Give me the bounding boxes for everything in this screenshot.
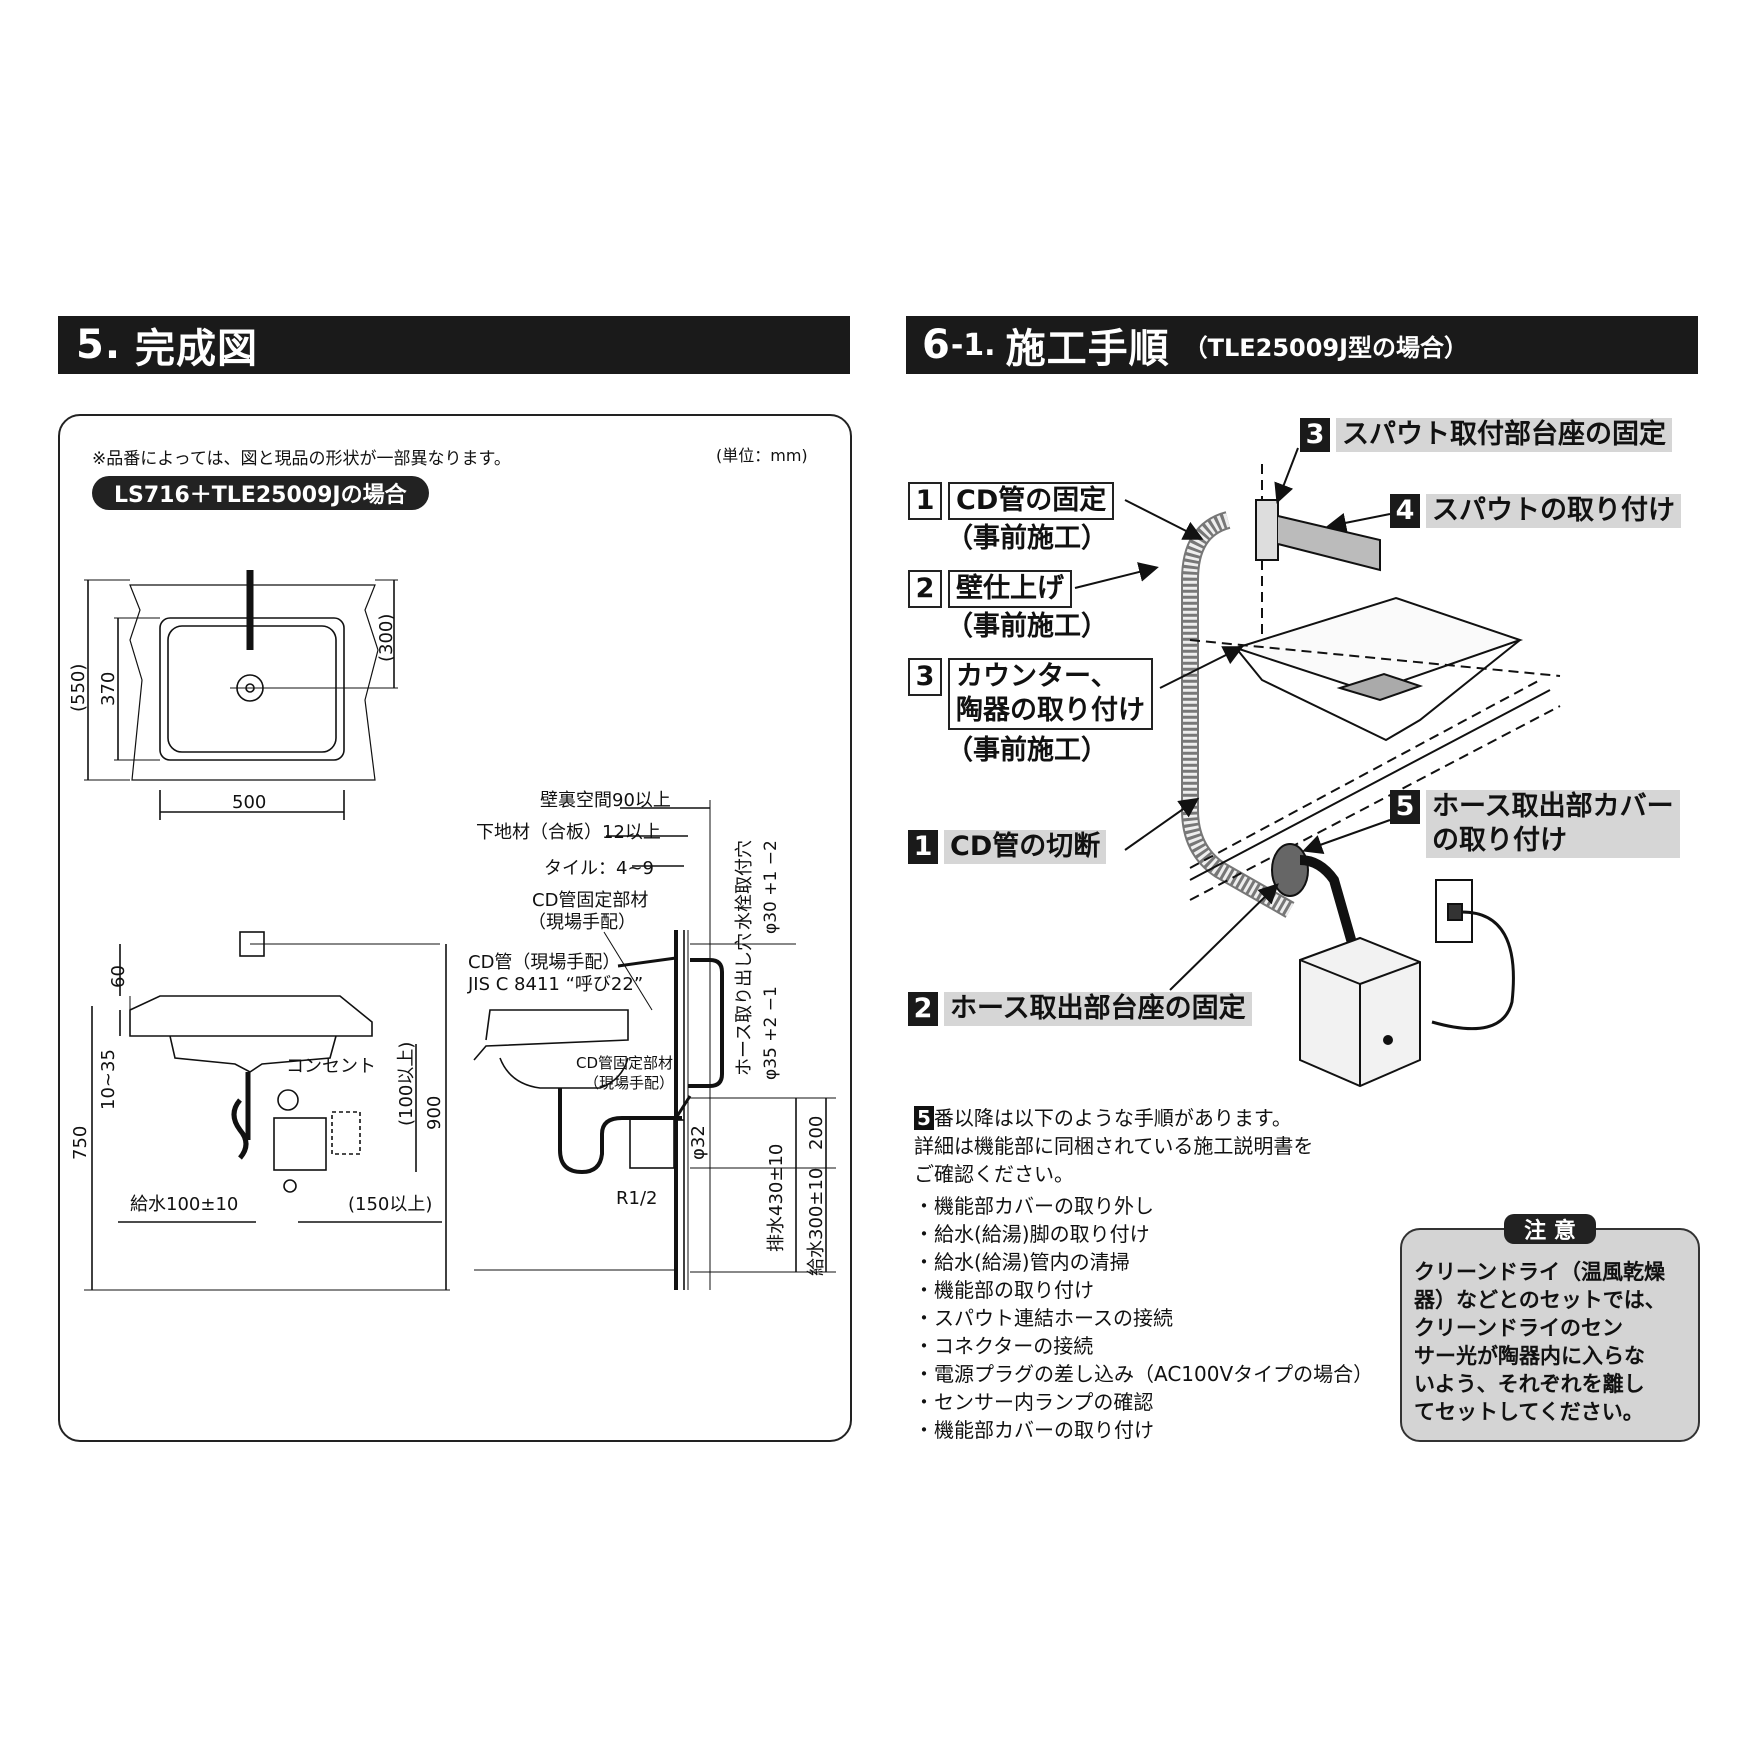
procedure-list: ・機能部カバーの取り外し ・給水(給湯)脚の取り付け ・給水(給湯)管内の清掃 … bbox=[914, 1192, 1373, 1444]
step-5-label-line1: ホース取出部カバー bbox=[1432, 791, 1674, 822]
label-r12: R1/2 bbox=[616, 1188, 657, 1209]
intro-number: 5 bbox=[914, 1106, 934, 1130]
step-2a-sub: （事前施工） bbox=[946, 611, 1108, 642]
step-3b-number: 3 bbox=[908, 658, 942, 696]
label-base: 下地材（合板）12以上 bbox=[476, 822, 661, 843]
section6-number: 6 bbox=[922, 322, 951, 368]
step-3b-label-line1: カウンター、 bbox=[956, 661, 1118, 692]
dim-500: 500 bbox=[232, 792, 266, 813]
label-cd-fix1b: （現場手配） bbox=[528, 912, 636, 933]
caution-title: 注 意 bbox=[1504, 1214, 1596, 1244]
dim-supply300: 給水300±10 bbox=[806, 1168, 827, 1276]
step-3b-label-line2: 陶器の取り付け bbox=[956, 695, 1145, 726]
dim-750: 750 bbox=[70, 1126, 91, 1160]
section5-header: 5. 完成図 bbox=[58, 316, 850, 374]
label-hose-hole: ホース取り出し穴 bbox=[734, 933, 755, 1076]
step-5-number: 5 bbox=[1390, 790, 1420, 824]
label-faucet-hole: 水栓取付穴 bbox=[734, 840, 755, 930]
caution-line: クリーンドライ（温風乾燥 bbox=[1414, 1260, 1665, 1284]
step-1a-sub: （事前施工） bbox=[946, 523, 1108, 554]
step-1b-label: CD管の切断 bbox=[944, 830, 1107, 864]
procedure-item: ・機能部の取り付け bbox=[914, 1278, 1094, 1302]
dim-drain: 排水430±10 bbox=[766, 1144, 787, 1252]
step-3b-sub: （事前施工） bbox=[946, 735, 1108, 766]
section5-number: 5. bbox=[76, 322, 122, 368]
label-outlet: コンセント bbox=[286, 1056, 376, 1077]
caution-line: 器）などとのセットでは、 bbox=[1414, 1288, 1666, 1312]
procedure-item: ・給水(給湯)管内の清掃 bbox=[914, 1250, 1130, 1274]
dim-150: (150以上) bbox=[348, 1194, 432, 1215]
step-5-label: ホース取出部カバー の取り付け bbox=[1426, 790, 1680, 858]
step-3-counter: 3 カウンター、 陶器の取り付け bbox=[908, 658, 1153, 730]
step-2b-label: ホース取出部台座の固定 bbox=[944, 992, 1252, 1026]
dim-550: (550) bbox=[68, 664, 89, 712]
step-2-wall-finish: 2 壁仕上げ bbox=[908, 570, 1072, 608]
section5-title: 完成図 bbox=[135, 326, 259, 372]
step-4-label: スパウトの取り付け bbox=[1426, 494, 1681, 528]
label-cd-jis: JIS C 8411 “呼び22” bbox=[467, 974, 643, 995]
completion-drawing: (550) 370 (300) 500 60 10~35 750 900 (10… bbox=[68, 570, 836, 1291]
intro-line3: ご確認ください。 bbox=[914, 1162, 1074, 1186]
unit-note: (単位：mm) bbox=[716, 446, 808, 465]
label-tile: タイル：4~9 bbox=[544, 858, 654, 879]
step-5-label-line2: の取り付け bbox=[1432, 825, 1567, 856]
section6-subtitle: （TLE25009J型の場合） bbox=[1183, 333, 1469, 362]
label-phi30: φ30 +1 −2 bbox=[761, 840, 781, 934]
procedure-item: ・機能部カバーの取り付け bbox=[914, 1418, 1154, 1442]
step-2a-number: 2 bbox=[908, 570, 942, 608]
dim-200: 200 bbox=[806, 1116, 827, 1150]
section6-title: 施工手順 bbox=[1005, 326, 1170, 372]
dim-900: 900 bbox=[424, 1096, 445, 1130]
step-1-cd-cut: 1 CD管の切断 bbox=[908, 830, 1107, 864]
step-2a-label: 壁仕上げ bbox=[948, 570, 1072, 608]
drawing-note: ※品番によっては、図と現品の形状が一部異なります。 bbox=[92, 449, 511, 469]
step-4-spout: 4 スパウトの取り付け bbox=[1390, 494, 1681, 528]
step-2-hose-base: 2 ホース取出部台座の固定 bbox=[908, 992, 1252, 1026]
label-cd-fix1: CD管固定部材 bbox=[532, 890, 648, 911]
step-1b-number: 1 bbox=[908, 830, 938, 864]
model-label: LS716＋TLE25009Jの場合 bbox=[92, 476, 429, 510]
procedure-item: ・電源プラグの差し込み（AC100Vタイプの場合） bbox=[914, 1362, 1374, 1386]
dim-370: 370 bbox=[98, 672, 119, 706]
procedure-item: ・給水(給湯)脚の取り付け bbox=[914, 1222, 1150, 1246]
procedure-item: ・スパウト連結ホースの接続 bbox=[914, 1306, 1173, 1330]
section6-number-sub: -1. bbox=[950, 327, 996, 363]
step-1a-number: 1 bbox=[908, 482, 942, 520]
section6-header: 6 -1. 施工手順 （TLE25009J型の場合） bbox=[906, 316, 1698, 374]
dim-100: (100以上) bbox=[396, 1042, 417, 1126]
step-2b-number: 2 bbox=[908, 992, 938, 1026]
dim-10-35: 10~35 bbox=[98, 1049, 119, 1110]
step-1-cd-fix: 1 CD管の固定 bbox=[908, 482, 1115, 520]
procedure-item: ・機能部カバーの取り外し bbox=[914, 1194, 1154, 1218]
step-3a-label: スパウト取付部台座の固定 bbox=[1336, 418, 1672, 452]
dim-supply: 給水100±10 bbox=[130, 1194, 238, 1215]
intro-line1: 番以降は以下のような手順があります。 bbox=[933, 1106, 1292, 1130]
caution-line: クリーンドライのセン bbox=[1414, 1316, 1623, 1340]
label-phi35: φ35 +2 −1 bbox=[761, 986, 781, 1080]
step-1a-label: CD管の固定 bbox=[948, 482, 1115, 520]
procedure-item: ・コネクターの接続 bbox=[914, 1334, 1094, 1358]
caution-line: てセットしてください。 bbox=[1414, 1400, 1644, 1424]
dim-300: (300) bbox=[376, 614, 397, 662]
step-3b-label: カウンター、 陶器の取り付け bbox=[948, 658, 1153, 730]
label-wall-space: 壁裏空間90以上 bbox=[540, 790, 671, 811]
step-5-hose-cover: 5 ホース取出部カバー の取り付け bbox=[1390, 790, 1680, 858]
label-cd-fix2: CD管固定部材 bbox=[576, 1054, 673, 1072]
procedure-item: ・センサー内ランプの確認 bbox=[914, 1390, 1154, 1414]
caution-line: いよう、それぞれを離し bbox=[1414, 1372, 1645, 1396]
intro-line2: 詳細は機能部に同梱されている施工説明書を bbox=[914, 1134, 1314, 1158]
caution-text: クリーンドライ（温風乾燥 器）などとのセットでは、 クリーンドライのセン サー光… bbox=[1414, 1258, 1666, 1426]
label-cd-fix2b: （現場手配） bbox=[584, 1074, 674, 1092]
step-3-spout-base: 3 スパウト取付部台座の固定 bbox=[1300, 418, 1672, 452]
label-phi32: φ32 bbox=[688, 1125, 709, 1160]
step-3a-number: 3 bbox=[1300, 418, 1330, 452]
label-cd-pipe: CD管（現場手配） bbox=[468, 952, 620, 973]
caution-line: サー光が陶器内に入らな bbox=[1414, 1344, 1645, 1368]
dim-60: 60 bbox=[108, 965, 129, 988]
caution-box bbox=[1400, 1228, 1700, 1442]
step-4-number: 4 bbox=[1390, 494, 1420, 528]
